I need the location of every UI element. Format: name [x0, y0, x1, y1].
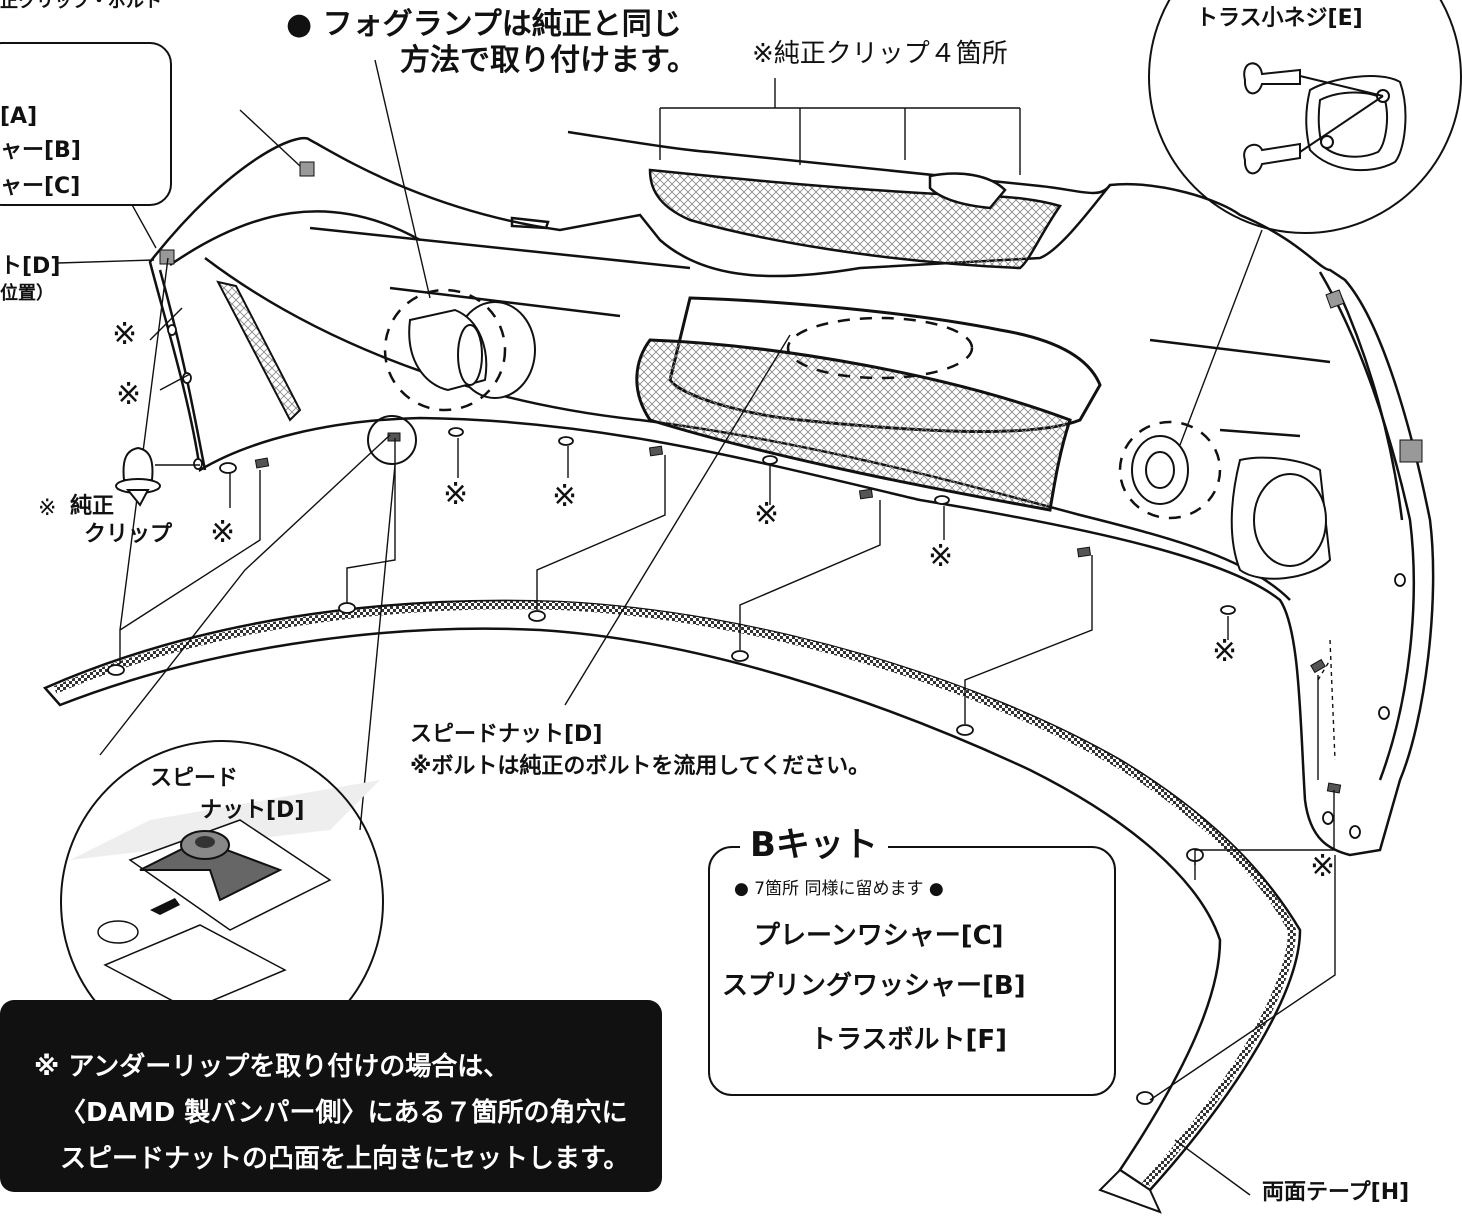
marker-4: ※ [443, 477, 469, 512]
clip-callout-line1: 純正 [70, 494, 115, 519]
b-kit-box [708, 846, 1116, 1096]
install-note-box [0, 1000, 662, 1192]
marker-8: ※ [1212, 634, 1238, 669]
marker-2: ※ [116, 377, 142, 412]
fog-lamp-highlight [383, 288, 507, 412]
upper-grille [510, 130, 1112, 270]
bumper-body [148, 136, 1435, 857]
lower-grille [635, 296, 1102, 512]
marker-7: ※ [928, 539, 954, 574]
clip-highlight [786, 316, 974, 380]
install-note-line2: 〈DAMD 製バンパー側〉にある７箇所の角穴に [60, 1098, 628, 1128]
zoom-speed-nut-line2: ナット[D] [200, 798, 305, 823]
marker-6: ※ [754, 497, 780, 532]
bolt-set-header: 正クリップ・ボルト [0, 0, 162, 12]
washer-c-label: ャー[C] [0, 174, 81, 199]
marker-1: ※ [112, 317, 138, 352]
zoom-speed-nut-line1: スピード [150, 766, 239, 791]
install-note-line3: スピードナットの凸面を上向きにセットします。 [60, 1144, 630, 1174]
speed-nut-center-label: スピードナット[D] [410, 722, 603, 747]
marker-5: ※ [552, 479, 578, 514]
bolt-set-box [0, 42, 172, 206]
clip-callout-mark: ※ [38, 496, 57, 521]
install-note-line1: ※ アンダーリップを取り付けの場合は、 [34, 1052, 510, 1082]
clip-note: ※純正クリップ４箇所 [752, 39, 1008, 69]
b-kit-title: Bキット [740, 825, 888, 866]
b-kit-washer-c: プレーンワシャー[C] [754, 921, 1004, 951]
square-holes [159, 161, 1423, 794]
speed-nut-side-label: ト[D] [0, 254, 61, 279]
leader-lines [57, 59, 1336, 1196]
washer-b-label: ャー[B] [0, 138, 81, 163]
fog-lamp-left [408, 301, 536, 399]
truss-screw-label: トラス小ネジ[E] [1196, 6, 1363, 31]
mount-holes [107, 324, 1406, 1105]
speed-nut-side-position: 位置） [0, 283, 54, 304]
clip-illustration [115, 446, 161, 507]
clip-callout-line2: クリップ [84, 522, 173, 547]
truss-screw-highlight [1118, 420, 1222, 520]
clip-point-circle [367, 415, 417, 465]
b-kit-washer-b: スプリングワッシャー[B] [722, 971, 1026, 1001]
tape-label: 両面テープ[H] [1262, 1180, 1410, 1205]
b-kit-subtitle: ● 7箇所 同様に留めます ● [734, 879, 944, 899]
fog-lamp-note-line2: 方法で取り付けます。 [400, 43, 697, 78]
side-vent [216, 280, 302, 422]
marker-3: ※ [210, 515, 236, 550]
marker-9: ※ [1310, 849, 1336, 884]
bolt-a-label: [A] [0, 104, 38, 129]
b-kit-bolt-f: トラスボルト[F] [810, 1025, 1008, 1055]
fog-lamp-note-line1: ● フォグランプは純正と同じ [286, 7, 682, 42]
speed-nut-center-note: ※ボルトは純正のボルトを流用してください。 [410, 754, 871, 779]
fog-lamp-right [1131, 435, 1332, 580]
